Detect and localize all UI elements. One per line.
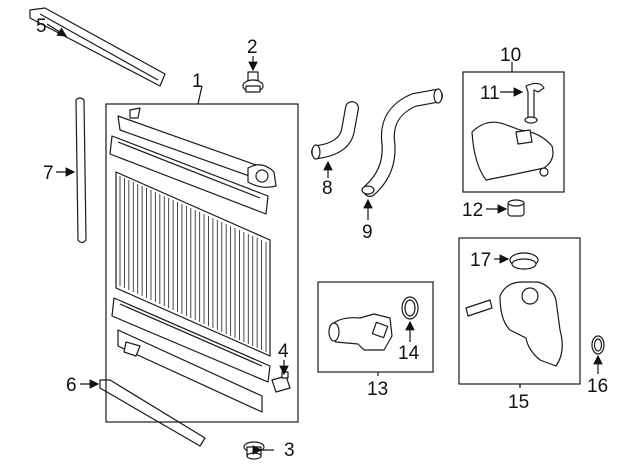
callout-5: 5 — [36, 16, 47, 37]
callout-3: 3 — [284, 440, 295, 461]
lower-seal-strip-part — [99, 379, 206, 447]
filler-pipe-part — [524, 82, 545, 124]
thermostat-gasket-part — [401, 296, 419, 320]
callout-12: 12 — [462, 200, 483, 221]
upper-seal-strip-part — [29, 7, 166, 87]
callout-8: 8 — [322, 178, 333, 199]
callout-2: 2 — [247, 37, 258, 58]
thermostat-housing-part — [317, 281, 434, 373]
callout-9: 9 — [362, 222, 373, 243]
lower-hose-part — [361, 88, 443, 197]
drain-cock-part — [271, 371, 291, 393]
side-seal-strip-part — [75, 97, 87, 244]
reservoir-cap-part — [507, 199, 525, 217]
callout-4: 4 — [278, 341, 289, 362]
upper-mount-cushion-part — [242, 71, 264, 93]
callout-7: 7 — [43, 163, 54, 184]
callout-16: 16 — [587, 376, 608, 397]
leader-lines — [46, 23, 603, 455]
radiator-assembly-part — [105, 103, 299, 423]
pump-cap-part — [509, 252, 539, 270]
water-pump-assembly-part — [458, 237, 581, 385]
callout-6: 6 — [66, 375, 77, 396]
callout-17: 17 — [470, 250, 491, 271]
reservoir-assembly-part — [462, 71, 565, 193]
callout-13: 13 — [367, 379, 388, 400]
callout-14: 14 — [398, 343, 420, 364]
pump-o-ring-part — [591, 335, 605, 355]
callout-11: 11 — [480, 83, 500, 104]
callout-labels: 5 1 2 3 4 6 7 8 9 10 11 12 13 14 15 16 1… — [36, 16, 608, 461]
callout-10: 10 — [500, 45, 521, 66]
callout-15: 15 — [508, 392, 529, 413]
callout-1: 1 — [192, 71, 203, 92]
upper-hose-part — [311, 101, 359, 160]
